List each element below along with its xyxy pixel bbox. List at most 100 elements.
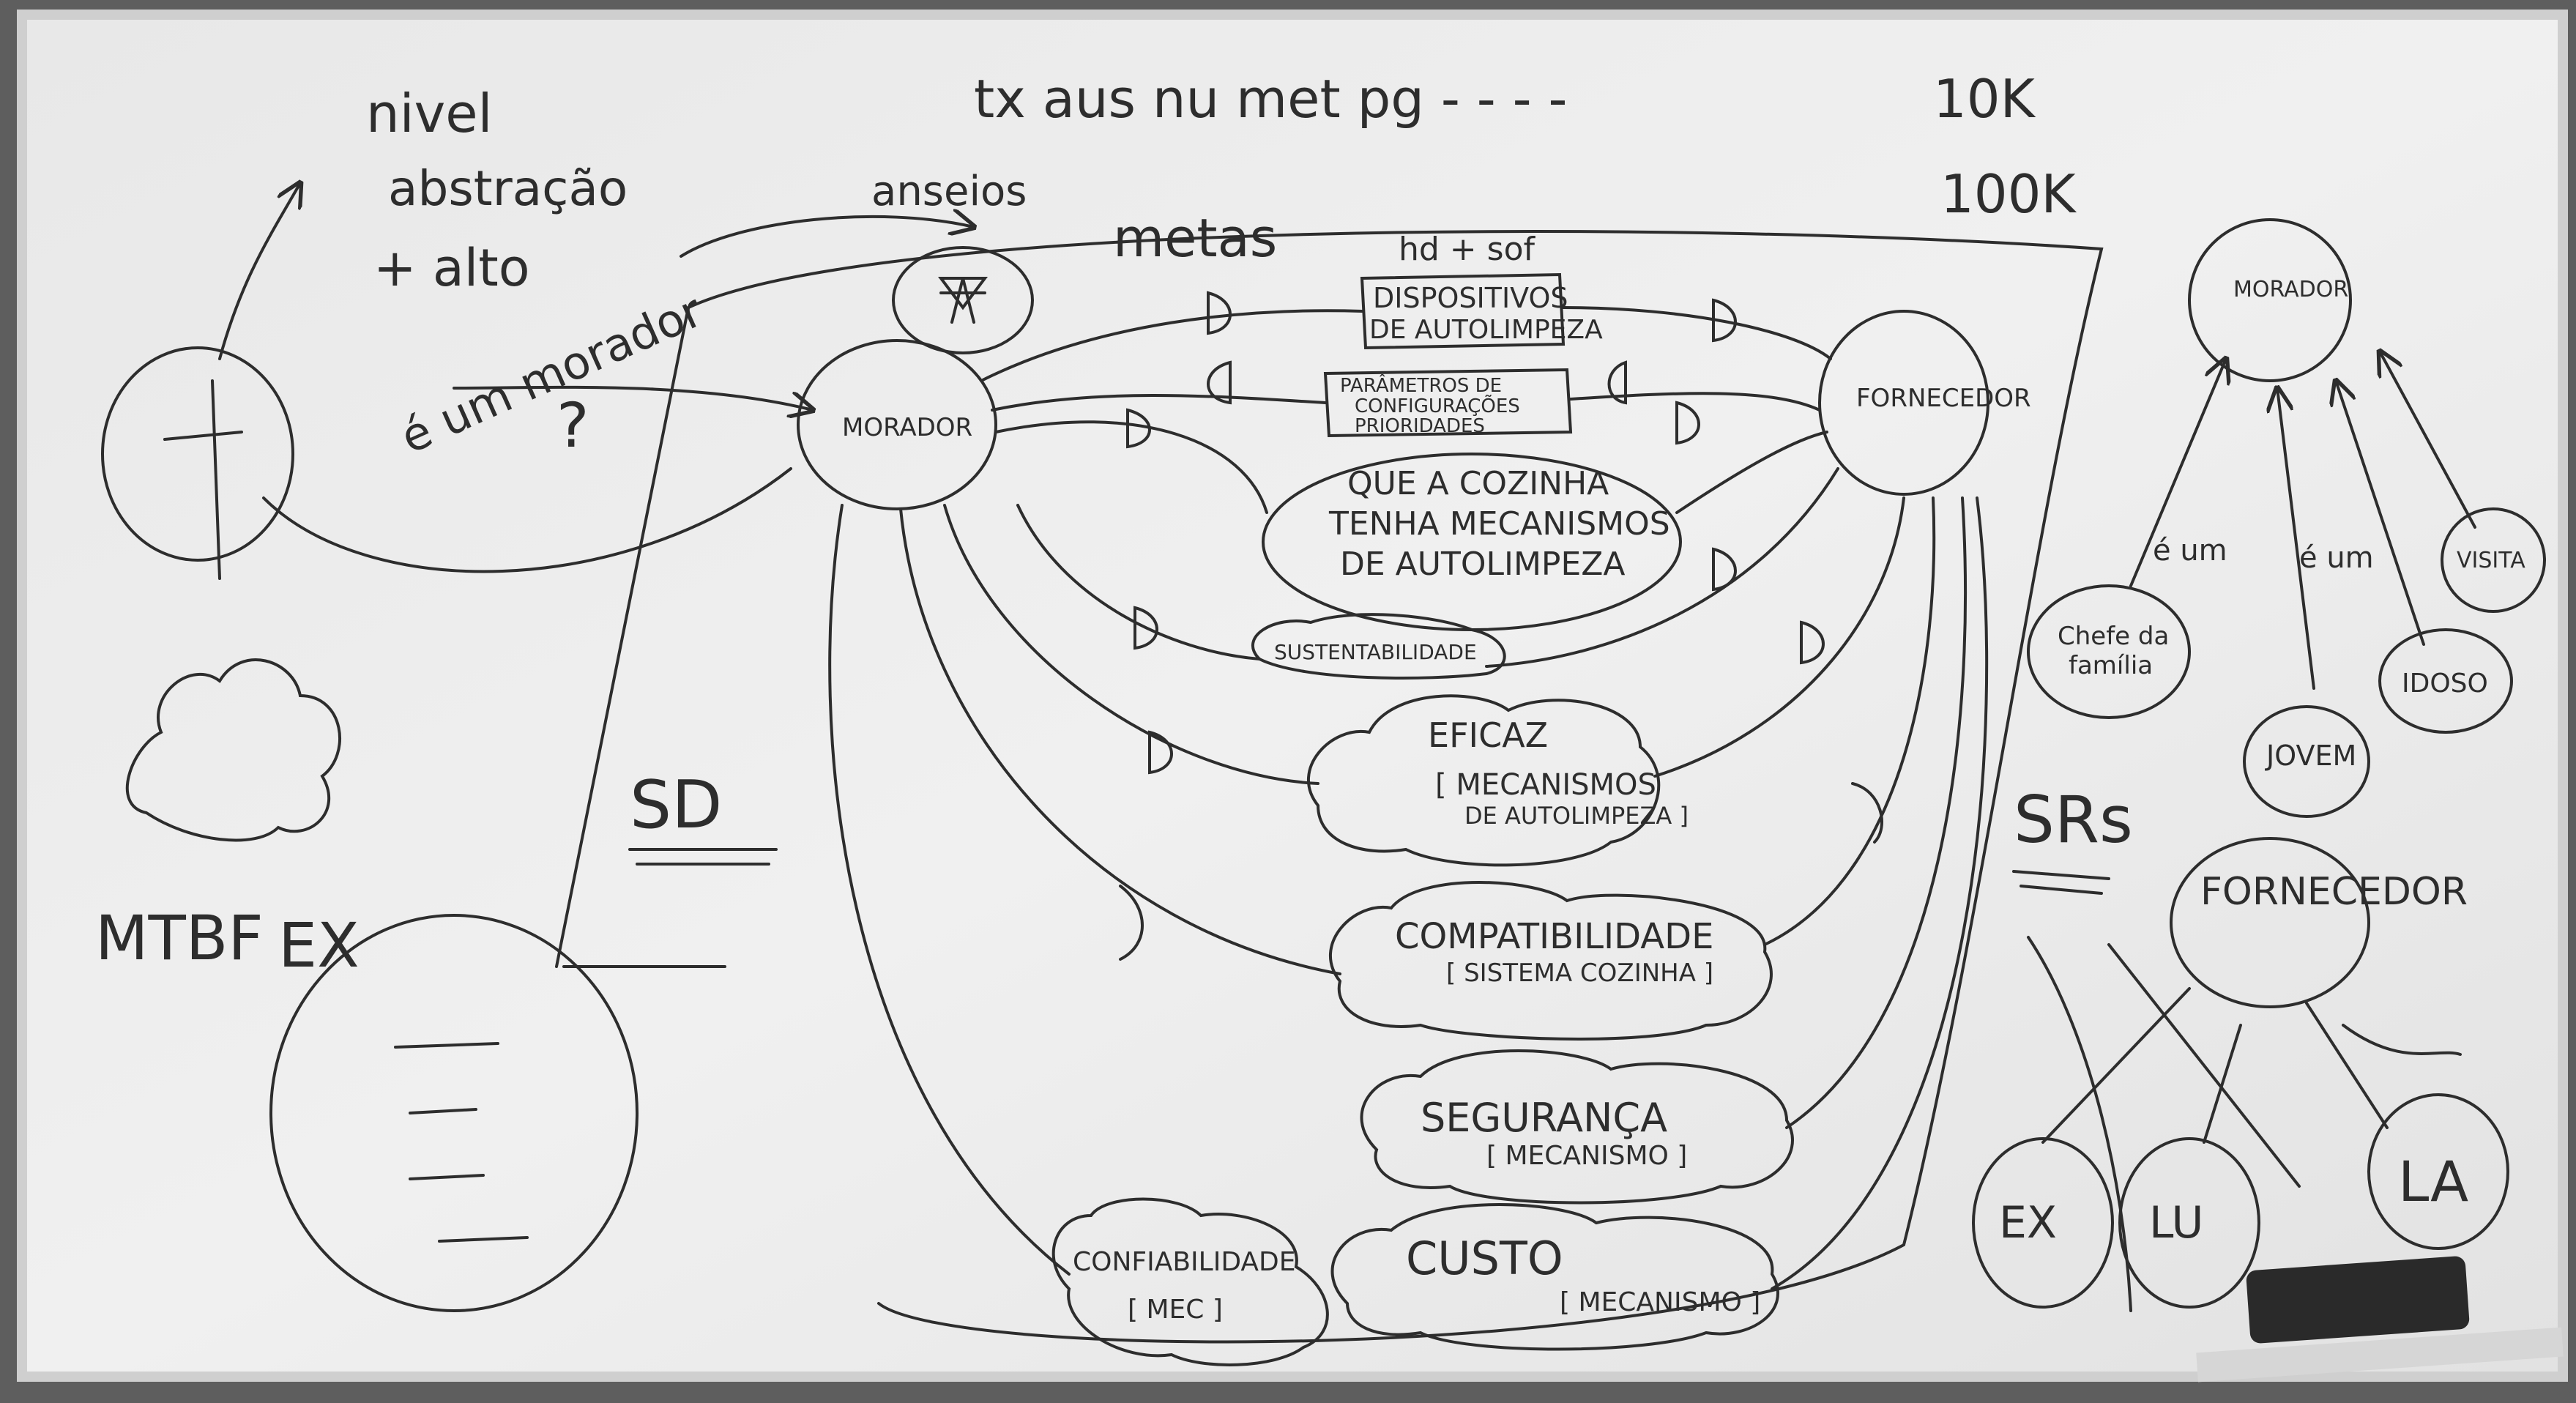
sustain-label: SUSTENTABILIDADE <box>1274 640 1477 664</box>
left-abstraction-arrow <box>218 183 300 360</box>
sd-underline <box>628 848 778 866</box>
elderly-circle <box>2378 628 2513 734</box>
elderly-label: IDOSO <box>2402 669 2488 699</box>
provider-label: FORNECEDOR <box>1856 384 2031 413</box>
reliab-line-1: CONFIABILIDADE <box>1073 1247 1296 1277</box>
effective-cloud <box>1307 694 1661 867</box>
left-connector <box>262 467 792 573</box>
params-line-1: PARÂMETROS DE <box>1340 373 1502 397</box>
desires-label: anseios <box>871 168 1027 215</box>
right-provider-label: FORNECEDOR <box>2200 870 2468 914</box>
safety-cloud <box>1360 1049 1794 1205</box>
resident-circle <box>797 339 997 510</box>
top-right-2: 100K <box>1940 163 2077 225</box>
devices-line-1: DISPOSITIVOS <box>1373 282 1568 314</box>
resident-link <box>453 385 813 410</box>
goal-line-3: DE AUTOLIMPEZA <box>1340 546 1626 583</box>
marker-tray <box>2196 1327 2564 1382</box>
level-line-3: + alto <box>373 238 530 298</box>
link-effective <box>943 496 1905 785</box>
elderly-link <box>2336 381 2425 646</box>
safety-line-1: SEGURANÇA <box>1421 1095 1667 1141</box>
link-params-left <box>991 394 1327 412</box>
mtbf-circle <box>269 914 639 1312</box>
young-link <box>2277 388 2315 690</box>
head-line-2: família <box>2069 651 2153 680</box>
left-plus-mark <box>163 379 243 580</box>
lu-label: LU <box>2149 1197 2203 1248</box>
srs-links <box>2027 936 2462 1312</box>
young-circle <box>2243 705 2370 818</box>
devices-box <box>1360 272 1566 350</box>
top-right-1: 10K <box>1933 68 2036 130</box>
cost-line-1: CUSTO <box>1406 1232 1563 1285</box>
params-line-3: PRIORIDADES <box>1355 415 1485 437</box>
left-actor-circle <box>101 346 294 562</box>
link-goal-left <box>994 420 1268 514</box>
desire-symbol <box>938 277 988 324</box>
reliab-cloud <box>1051 1197 1329 1366</box>
params-box <box>1323 368 1573 438</box>
hw-sw-label: hd + sof <box>1399 231 1536 268</box>
compat-cloud <box>1329 881 1773 1041</box>
level-line-1: nivel <box>366 83 493 144</box>
link-reliab <box>828 504 1071 1276</box>
effective-line-2: [ MECANISMOS <box>1435 768 1656 802</box>
young-label: JOVEM <box>2265 740 2356 772</box>
left-cloud <box>125 658 341 842</box>
resident-label: MORADOR <box>842 413 972 442</box>
link-devices-right <box>1562 306 1832 360</box>
effective-line-3: DE AUTOLIMPEZA ] <box>1464 802 1689 830</box>
d-marks <box>1119 291 1883 961</box>
right-provider-circle <box>2170 837 2370 1008</box>
anseios-arrow <box>680 217 974 258</box>
cost-cloud <box>1330 1203 1779 1351</box>
right-resident-label: MORADOR <box>2233 277 2348 302</box>
visitor-circle <box>2441 507 2546 613</box>
head-line-1: Chefe da <box>2058 622 2169 651</box>
la-label: LA <box>2398 1149 2468 1214</box>
link-safety <box>1785 496 1968 1129</box>
lu-circle <box>2118 1137 2260 1309</box>
srs-underline <box>2012 870 2110 895</box>
goal-line-1: QUE A COZINHA <box>1347 465 1609 502</box>
ex-circle <box>1972 1137 2114 1309</box>
srs-label: SRs <box>2014 782 2133 857</box>
right-resident-circle <box>2188 218 2352 382</box>
params-line-2: CONFIGURAÇÕES <box>1355 394 1520 417</box>
mtbf-lines <box>394 1042 529 1243</box>
compat-line-1: COMPATIBILIDADE <box>1395 916 1713 957</box>
board-surface <box>17 10 2568 1382</box>
ex-left-label: EX <box>278 909 360 981</box>
goal-line-2: TENHA MECANISMOS <box>1328 505 1670 543</box>
head-link <box>2129 359 2226 587</box>
sustain-cloud <box>1251 613 1506 680</box>
ex-right-label: EX <box>1999 1197 2057 1248</box>
goals-label: metas <box>1113 207 1277 269</box>
level-line-2: abstração <box>388 160 628 217</box>
mtbf-label: MTBF <box>95 902 264 974</box>
is-a-label-2: é um <box>2299 541 2374 575</box>
top-note: tx aus nu met pg - - - - <box>974 68 1567 130</box>
effective-line-1: EFICAZ <box>1428 715 1548 755</box>
devices-line-2: DE AUTOLIMPEZA <box>1369 315 1603 345</box>
compat-line-2: [ SISTEMA COZINHA ] <box>1446 959 1713 988</box>
link-cost <box>1771 496 1989 1290</box>
desire-circle <box>892 246 1034 354</box>
visitor-link <box>2380 351 2476 529</box>
provider-circle <box>1818 310 1989 496</box>
link-sustain <box>1016 467 1839 668</box>
is-a-label-1: é um <box>2153 534 2227 567</box>
link-devices-left <box>980 309 1363 382</box>
question-mark: ? <box>556 390 589 461</box>
eraser <box>2246 1256 2470 1344</box>
sd-boundary <box>555 230 2104 1344</box>
cost-line-2: [ MECANISMO ] <box>1560 1287 1760 1317</box>
visitor-label: VISITA <box>2457 548 2525 573</box>
link-goal-right <box>1675 431 1828 514</box>
head-circle <box>2027 584 2191 719</box>
safety-line-2: [ MECANISMO ] <box>1486 1141 1687 1171</box>
reliab-line-2: [ MEC ] <box>1128 1295 1223 1325</box>
link-compat <box>899 496 1936 975</box>
